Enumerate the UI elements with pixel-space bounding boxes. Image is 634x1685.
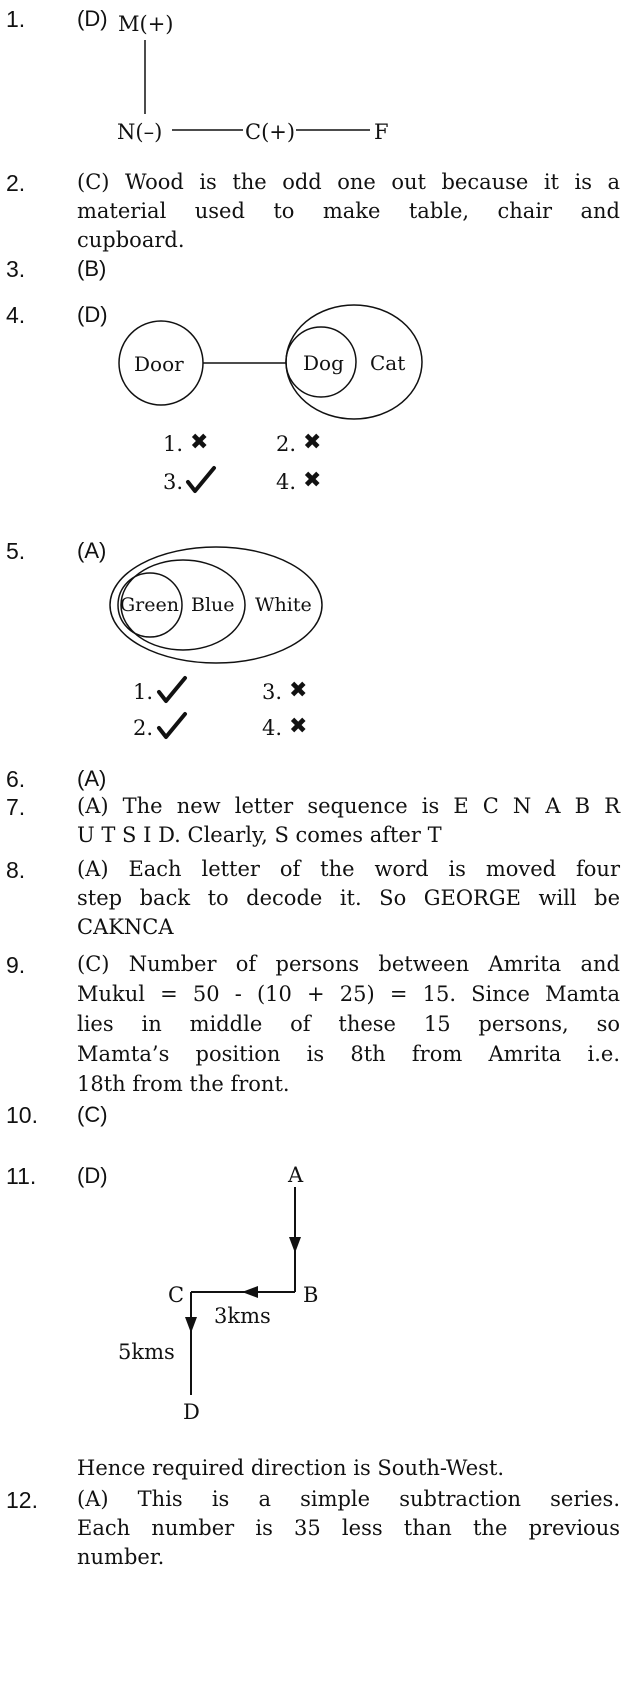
tick-icon (186, 466, 216, 493)
node-c: C(+) (245, 120, 296, 144)
item-2-number: 2. (6, 170, 26, 196)
item-8-line-2: step back to decode it. So GEORGE will b… (77, 886, 620, 910)
item-3-number: 3. (6, 256, 26, 282)
item-12-line-2: Each number is 35 less than the previous (77, 1516, 620, 1540)
item-11-answer: (D) (77, 1163, 108, 1188)
point-c: C (168, 1283, 185, 1307)
distance-bc: 3kms (214, 1304, 271, 1328)
cross-icon: ✖ (190, 430, 209, 455)
venn-label-cat: Cat (370, 351, 406, 375)
check-5-1-label: 1. (133, 680, 154, 704)
direction-diagram (185, 1187, 301, 1395)
item-9-line-5: 18th from the front. (77, 1072, 290, 1096)
item-7-line-1: (A) The new letter sequence is E C N A B… (77, 794, 620, 818)
item-9-line-2: Mukul = 50 - (10 + 25) = 15. Since Mamta (77, 982, 620, 1006)
check-4-2-label: 2. (276, 432, 297, 456)
cross-icon: ✖ (303, 430, 322, 455)
venn-label-dog: Dog (303, 351, 344, 375)
item-11-number: 11. (6, 1163, 37, 1189)
item-7-line-2: U T S I D. Clearly, S comes after T (77, 823, 442, 847)
distance-cd: 5kms (118, 1340, 175, 1364)
node-f: F (374, 120, 389, 144)
family-tree-lines (144, 40, 370, 131)
item-5-number: 5. (6, 538, 26, 564)
item-9-line-4: Mamta’s position is 8th from Amrita i.e. (77, 1042, 620, 1066)
item-9-line-1: (C) Number of persons between Amrita and (77, 952, 620, 976)
item-2-line-1: (C) Wood is the odd one out because it i… (77, 170, 620, 194)
item-2-line-3: cupboard. (77, 228, 185, 252)
item-6-answer: (A) (77, 766, 107, 791)
cross-icon: ✖ (289, 714, 308, 739)
check-5-2-label: 2. (133, 716, 154, 740)
check-5-3-label: 3. (262, 680, 283, 704)
item-9-line-3: lies in middle of these 15 persons, so (77, 1012, 620, 1036)
venn-label-door: Door (134, 352, 184, 376)
cross-icon: ✖ (289, 678, 308, 703)
item-5-answer: (A) (77, 538, 107, 563)
venn-diagram-door-dog-cat (118, 304, 423, 420)
node-n: N(–) (117, 120, 163, 144)
tick-icon (157, 712, 187, 739)
item-8-number: 8. (6, 857, 26, 883)
venn-label-white: White (255, 594, 312, 616)
check-4-1-label: 1. (163, 432, 184, 456)
venn-label-blue: Blue (191, 594, 235, 616)
check-4-3-label: 3. (163, 470, 184, 494)
venn-diagram-green-blue-white (109, 546, 323, 664)
item-9-number: 9. (6, 952, 26, 978)
check-5-4-label: 4. (262, 716, 283, 740)
venn-label-green: Green (120, 594, 179, 616)
item-8-line-3: CAKNCA (77, 915, 174, 939)
item-11-conclusion: Hence required direction is South-West. (77, 1456, 505, 1480)
item-3-answer: (B) (77, 256, 107, 281)
item-2-line-2: material used to make table, chair and (77, 199, 620, 223)
cross-icon: ✖ (303, 468, 322, 493)
item-4-number: 4. (6, 302, 26, 328)
tick-icon (157, 676, 187, 703)
item-1-number: 1. (6, 6, 26, 32)
item-7-number: 7. (6, 794, 26, 820)
item-12-line-1: (A) This is a simple subtraction series. (77, 1487, 620, 1511)
item-12-number: 12. (6, 1487, 38, 1513)
point-a: A (288, 1163, 304, 1187)
item-1-answer: (D) (77, 6, 108, 31)
point-d: D (183, 1400, 200, 1424)
point-b: B (303, 1283, 319, 1307)
item-12-line-3: number. (77, 1545, 165, 1569)
item-4-answer: (D) (77, 302, 108, 327)
item-6-number: 6. (6, 766, 26, 792)
check-4-4-label: 4. (276, 470, 297, 494)
item-10-answer: (C) (77, 1102, 108, 1127)
node-m: M(+) (118, 12, 174, 36)
item-10-number: 10. (6, 1102, 38, 1128)
item-8-line-1: (A) Each letter of the word is moved fou… (77, 857, 620, 881)
